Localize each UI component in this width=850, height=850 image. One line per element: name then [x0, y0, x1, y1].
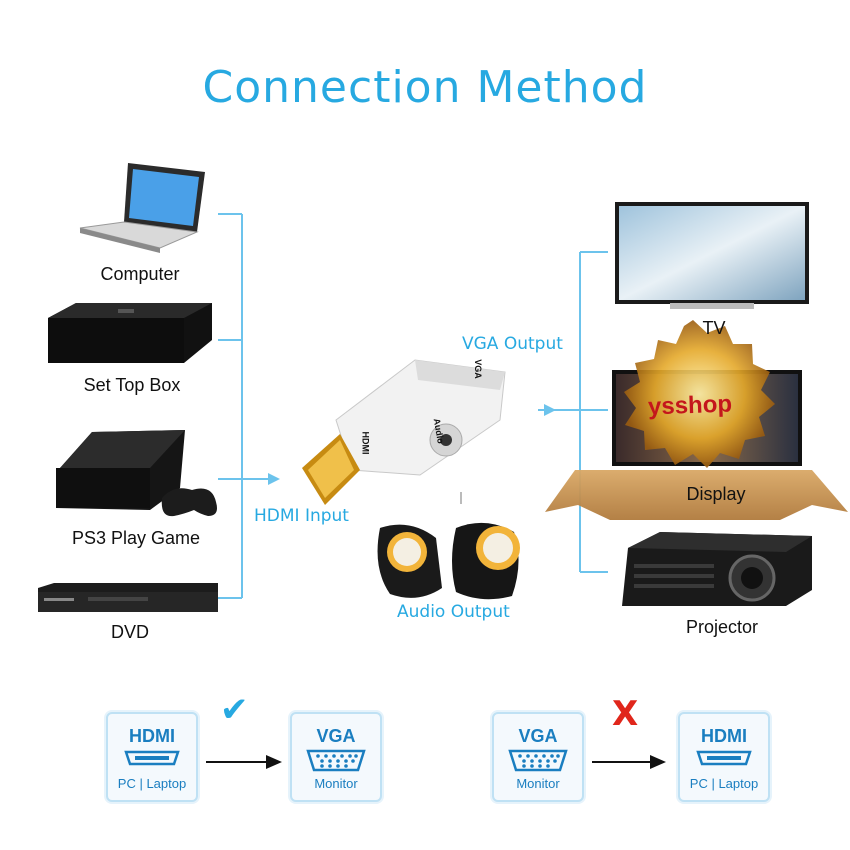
cross-icon: X [612, 694, 639, 734]
display-label: Display [686, 484, 746, 504]
vga-card-title: VGA [316, 726, 356, 746]
compat-invalid-to-card: HDMI PC | Laptop [678, 712, 770, 802]
compat-invalid-from-card: VGA Monitor [492, 712, 584, 802]
set-top-box-image [48, 303, 212, 363]
watermark-text: ysshop [647, 390, 733, 421]
projector-label: Projector [685, 617, 759, 637]
pc-laptop-card-caption: PC | Laptop [689, 776, 759, 791]
check-icon: ✔ [220, 690, 249, 730]
ps3-image [56, 430, 217, 517]
hdmi-input-label: HDMI Input [254, 506, 349, 526]
speakers-image [377, 522, 520, 600]
watermark-seal-image [545, 320, 848, 520]
hdmi-port-icon [124, 750, 180, 766]
input-arrow [268, 473, 280, 485]
pc-laptop-card-caption: PC | Laptop [117, 776, 187, 791]
input-bracket [218, 213, 270, 599]
page-title: Connection Method [202, 62, 648, 113]
compat-valid-to-card: VGA Monitor [290, 712, 382, 802]
hdmi-card-title: HDMI [129, 726, 175, 746]
laptop-image [79, 163, 205, 253]
set-top-box-label: Set Top Box [83, 375, 181, 395]
hdmi-card-title: HDMI [701, 726, 747, 746]
output-arrow [544, 404, 556, 416]
hdmi-port-icon [696, 750, 752, 766]
tv-label: TV [702, 318, 726, 338]
adapter-vga-port-label: VGA [472, 359, 483, 379]
adapter-image [302, 359, 506, 505]
compat-valid-from-card: HDMI PC | Laptop [106, 712, 198, 802]
vga-port-icon [306, 749, 366, 772]
projector-image [622, 532, 812, 606]
monitor-card-caption: Monitor [516, 776, 560, 791]
vga-output-label: VGA Output [462, 334, 563, 354]
vga-card-title: VGA [518, 726, 558, 746]
adapter-hdmi-port-label: HDMI [360, 431, 371, 455]
compat-arrows [206, 755, 666, 769]
vga-port-icon [508, 749, 568, 772]
ps3-label: PS3 Play Game [71, 528, 201, 548]
output-bracket [538, 251, 608, 573]
computer-label: Computer [100, 264, 180, 284]
audio-output-label: Audio Output [397, 602, 510, 622]
dvd-label: DVD [110, 622, 149, 642]
dvd-player-image [38, 583, 218, 612]
tv-image [615, 202, 809, 309]
monitor-card-caption: Monitor [314, 776, 358, 791]
